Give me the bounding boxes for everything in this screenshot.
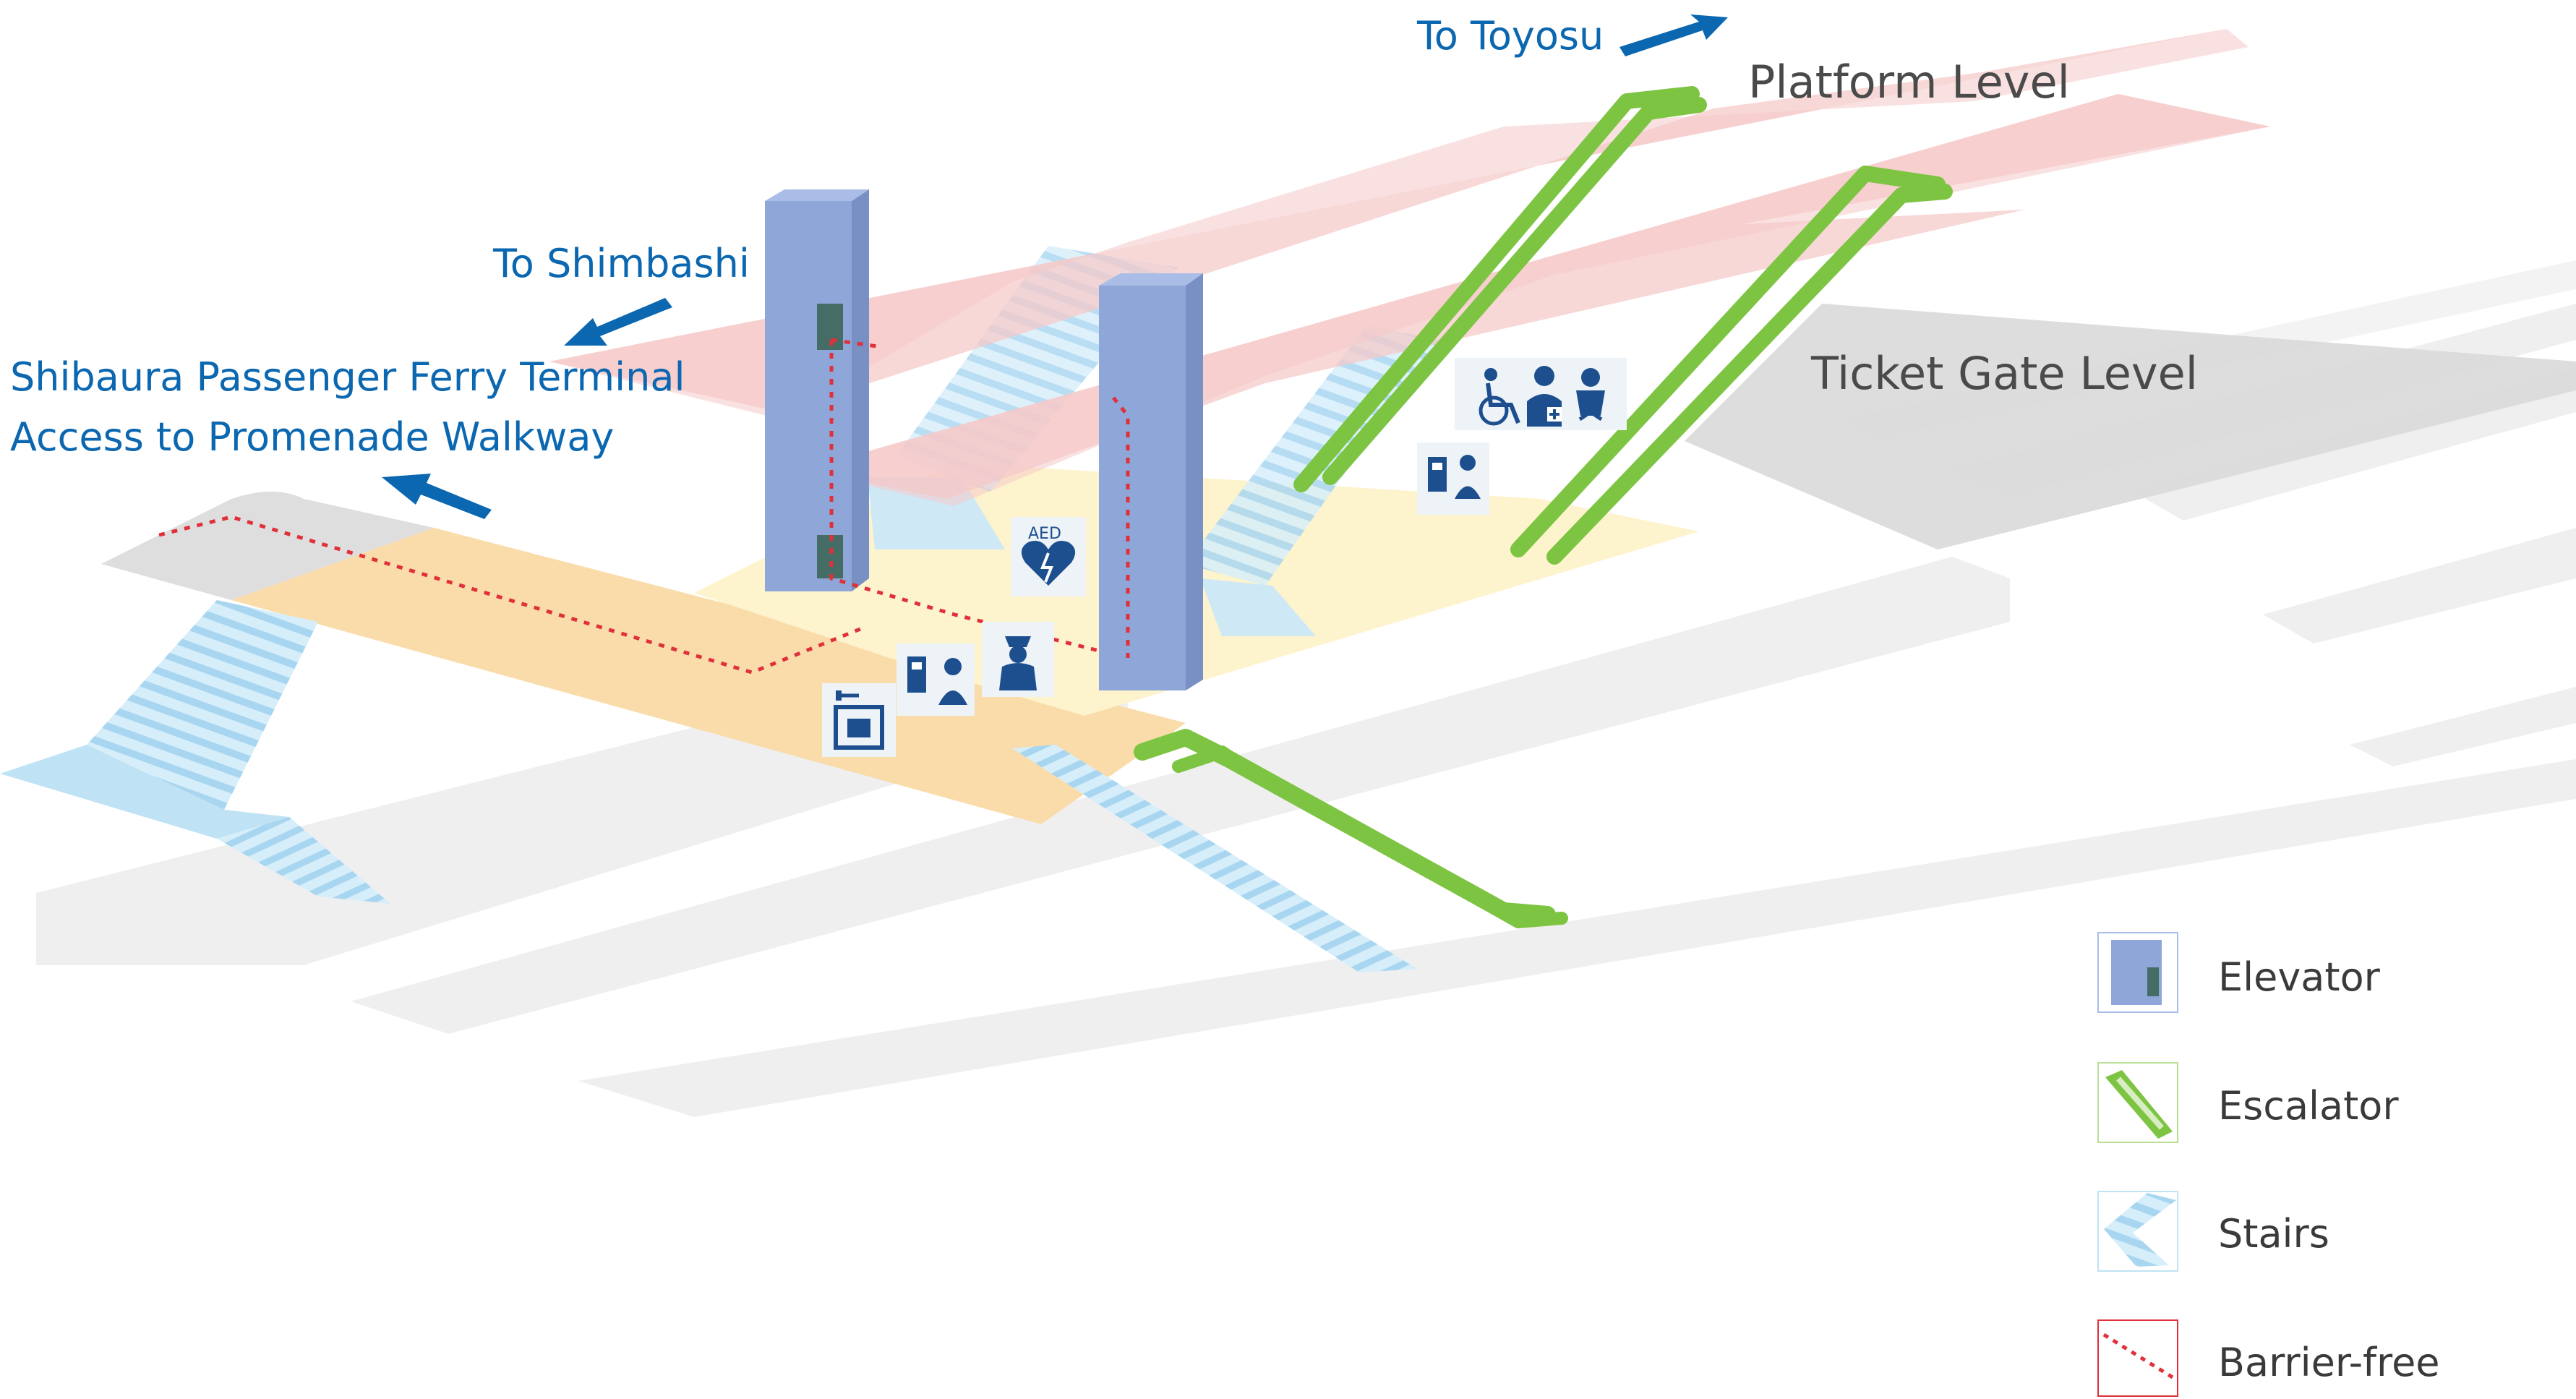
escalator-ground-b	[1172, 745, 1568, 928]
label-ferry-terminal: Shibaura Passenger Ferry Terminal	[10, 354, 685, 400]
facility-icons: AED	[822, 358, 1627, 757]
elevators	[765, 189, 1203, 690]
arrow-to-promenade	[382, 474, 492, 519]
label-promenade: Access to Promenade Walkway	[10, 414, 614, 460]
label-ticket-gate-level: Ticket Gate Level	[1810, 347, 2198, 400]
station-staff-icon	[982, 622, 1054, 697]
restroom-icon-group	[1455, 358, 1627, 430]
arrow-to-toyosu	[1619, 14, 1728, 56]
arrow-to-shimbashi	[564, 298, 672, 346]
stairs-swatch-icon	[2104, 1193, 2176, 1267]
aed-text: AED	[1028, 525, 1061, 543]
stairs-left-lower	[217, 817, 390, 904]
elevator-left	[765, 189, 869, 591]
legend-label: Stairs	[2218, 1211, 2329, 1257]
label-to-toyosu: To Toyosu	[1416, 13, 1604, 59]
barrier-free-route	[158, 338, 1130, 675]
first-aid-person-icon	[1527, 366, 1562, 427]
escalator-lower-b	[1546, 184, 1953, 565]
legend: Elevator Escalator Stairs Barrier-free	[2097, 932, 2440, 1397]
label-platform-level: Platform Level	[1748, 56, 2070, 108]
road-band	[2350, 687, 2576, 766]
walkway-concourse	[231, 528, 1186, 824]
escalator-upper-b	[1322, 97, 1707, 485]
barrier-free-path	[829, 340, 1100, 653]
legend-label: Elevator	[2218, 954, 2381, 1000]
ticket-gate-plaza	[1685, 304, 2576, 549]
direction-arrows	[382, 14, 1728, 519]
stairs-right-lower	[1200, 578, 1316, 636]
escalator-upper-a	[1293, 86, 1700, 492]
ticket-office-icon-middle	[897, 643, 975, 716]
aed-icon: AED	[1011, 517, 1086, 596]
barrier-free-path	[831, 338, 883, 349]
road-band	[2263, 528, 2576, 643]
stairs-left	[87, 600, 318, 810]
barrier-free-path	[1112, 396, 1130, 658]
legend-item-stairs: Stairs	[2097, 1191, 2329, 1272]
label-to-shimbashi: To Shimbashi	[492, 241, 750, 286]
platform-upper-band	[549, 29, 2248, 419]
stairs-left-landing	[0, 745, 289, 839]
wheelchair-icon	[1479, 368, 1520, 426]
coin-locker-icon	[822, 683, 896, 757]
legend-item-barrier-free: Barrier-free	[2097, 1319, 2440, 1397]
barrier-free-swatch-icon	[2102, 1332, 2174, 1379]
baby-care-icon	[1576, 368, 1605, 422]
escalators	[1134, 86, 1953, 928]
elevator-right	[1099, 273, 1203, 690]
road-band	[351, 557, 2010, 1034]
platform-upper	[549, 29, 2227, 412]
legend-label: Escalator	[2218, 1083, 2399, 1129]
legend-item-elevator: Elevator	[2097, 932, 2381, 1013]
left-landing	[101, 492, 434, 600]
stairs-bottom	[1012, 745, 1417, 972]
road-band	[578, 759, 2576, 1117]
escalator-lower-a	[1510, 166, 1946, 557]
legend-item-escalator: Escalator	[2097, 1062, 2399, 1143]
ticket-office-icon-right	[1417, 442, 1489, 515]
legend-label: Barrier-free	[2218, 1340, 2440, 1385]
